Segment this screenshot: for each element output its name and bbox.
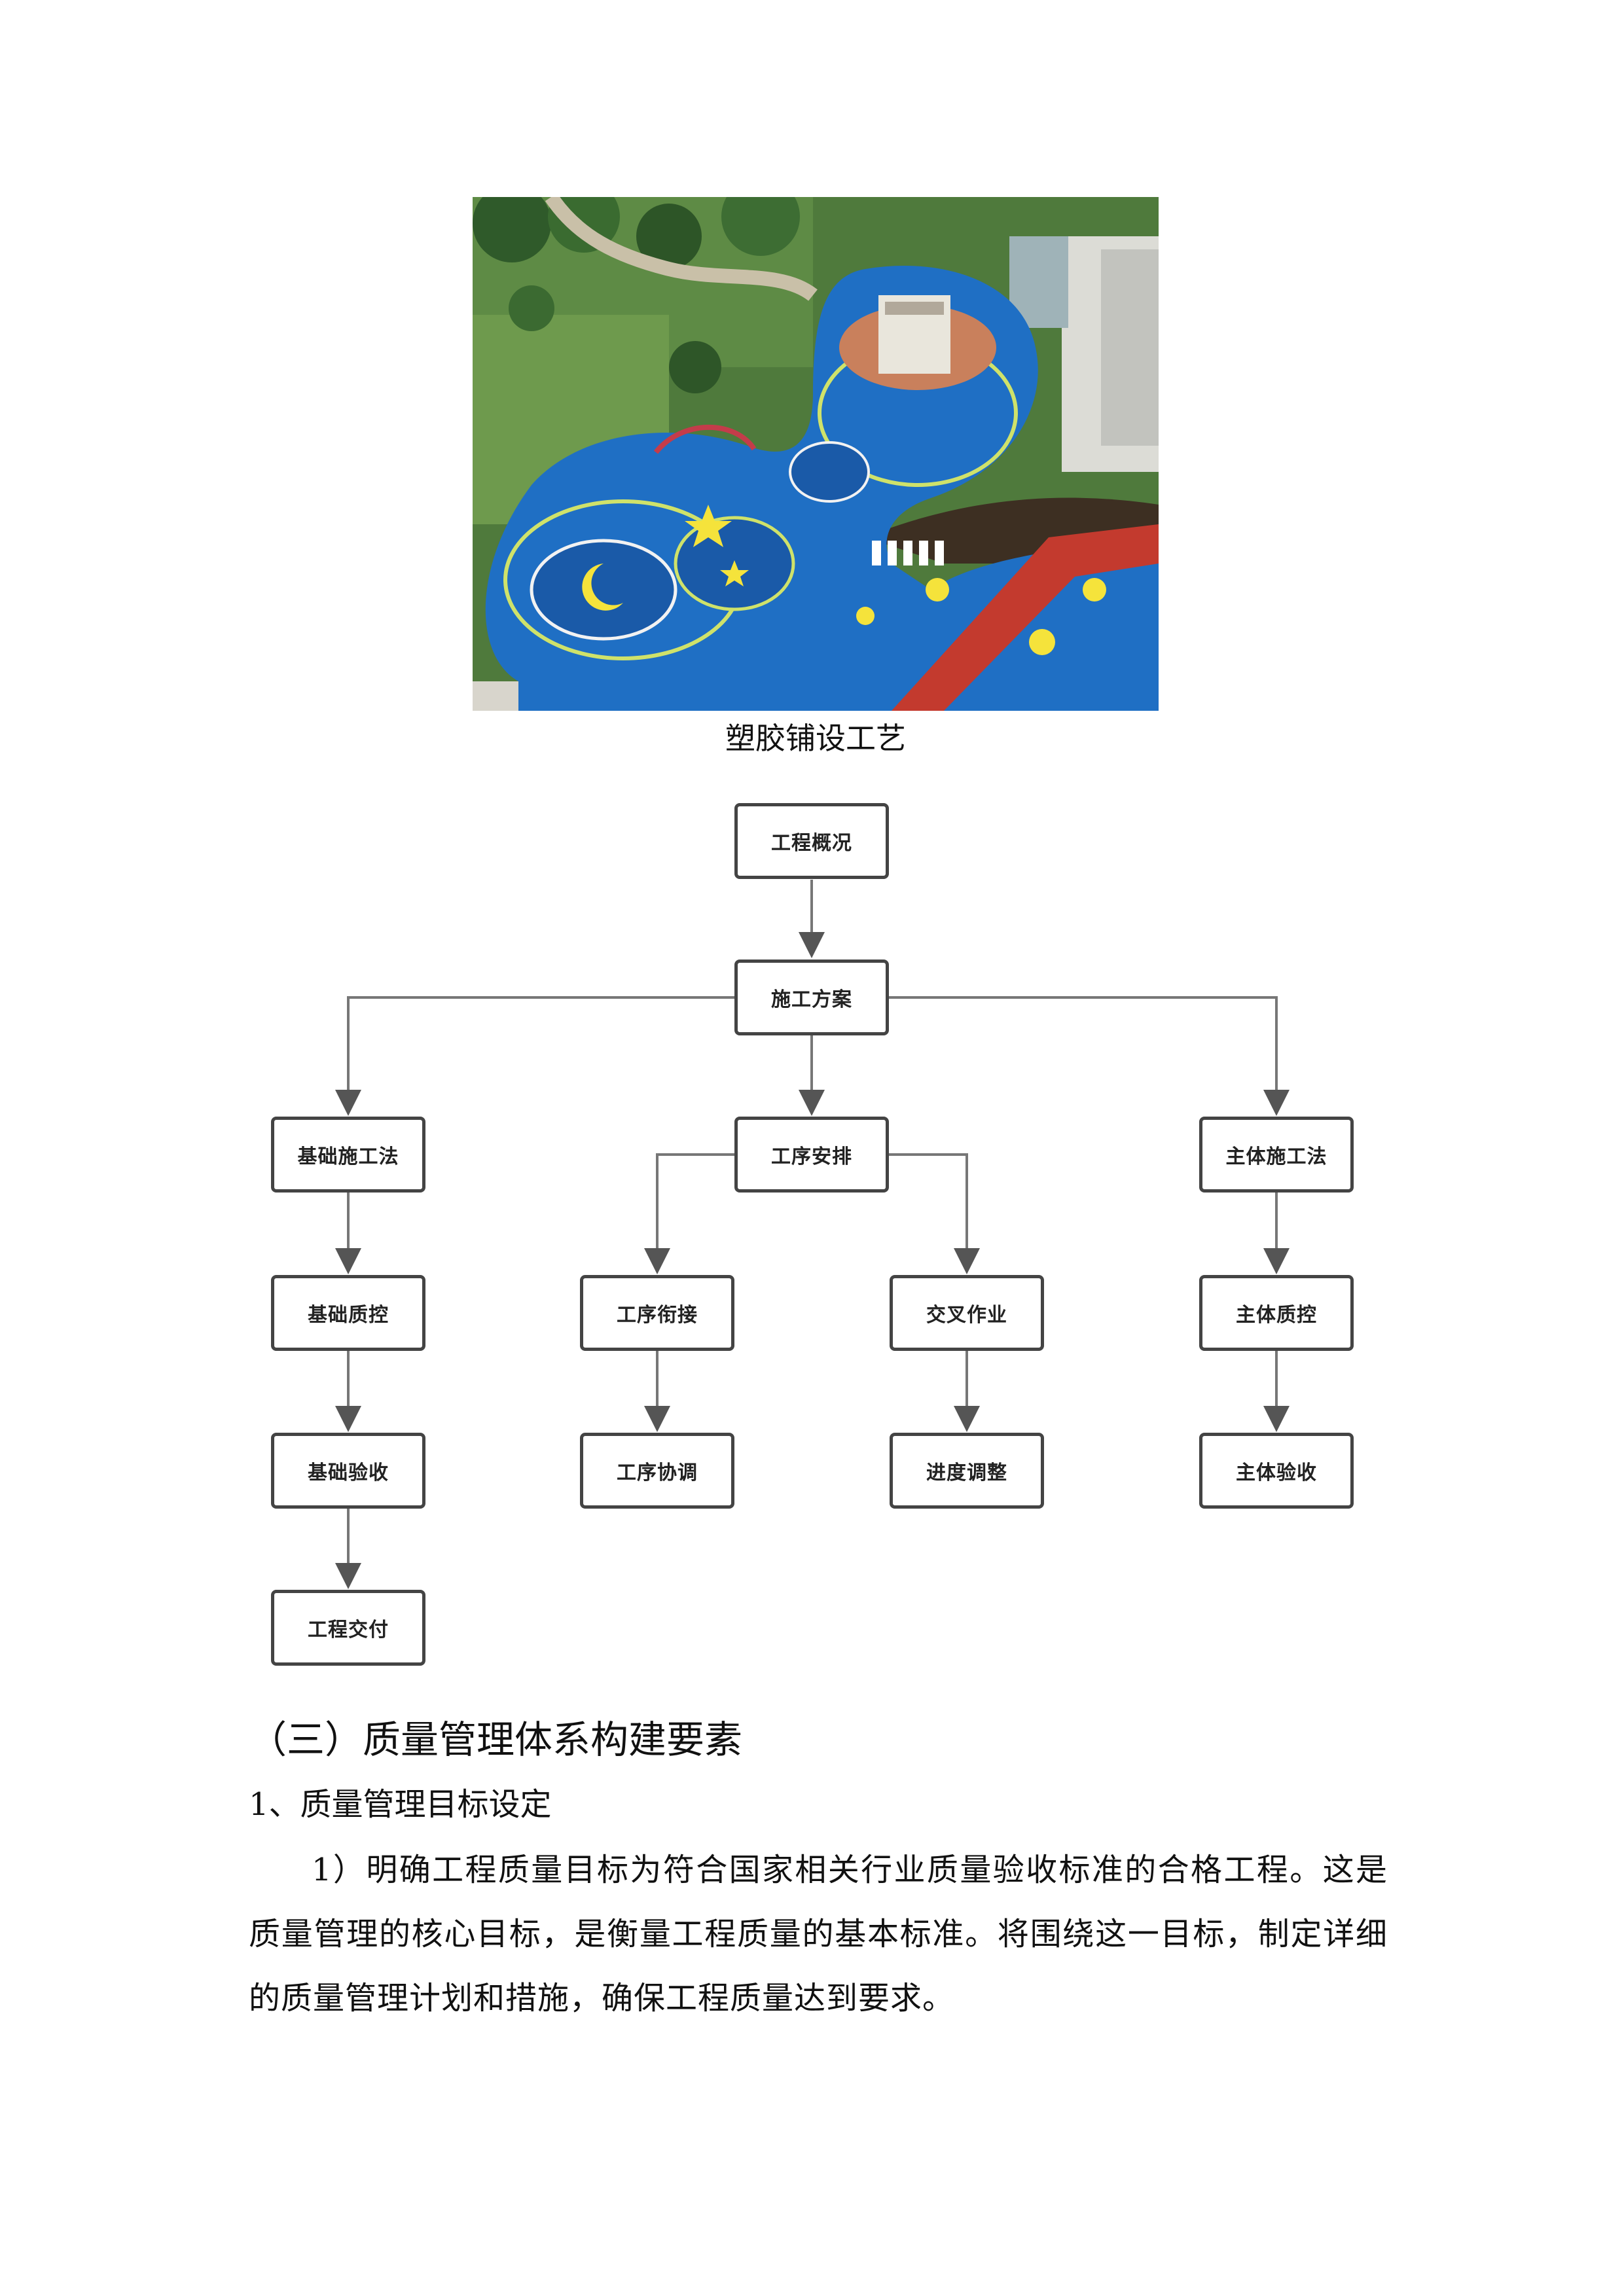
connector-plan-main-method (889, 996, 1290, 1116)
body-paragraph: 1）明确工程质量目标为符合国家相关行业质量验收标准的合格工程。这是质量管理的核心… (249, 1852, 1388, 2017)
node-main-acceptance: 主体验收 (1199, 1433, 1354, 1509)
node-main-method: 主体施工法 (1199, 1117, 1354, 1193)
node-foundation-qc: 基础质控 (271, 1275, 425, 1351)
playground-illustration (473, 197, 1159, 711)
node-foundation-acceptance: 基础验收 (271, 1433, 425, 1509)
node-main-qc: 主体质控 (1199, 1275, 1354, 1351)
node-process-coordination: 工序协调 (580, 1433, 734, 1509)
node-schedule-adjustment: 进度调整 (890, 1433, 1044, 1509)
node-handover: 工程交付 (271, 1590, 425, 1666)
figure-caption: 塑胶铺设工艺 (725, 721, 906, 756)
subsection-heading: 1、质量管理目标设定 (249, 1786, 552, 1823)
construction-flowchart: 工程概况 施工方案 基础施工法 工序安排 主体施工法 基础质控 工序衔接 交叉作… (271, 803, 1354, 1666)
node-overview: 工程概况 (734, 803, 889, 879)
node-cross-operation: 交叉作业 (890, 1275, 1044, 1351)
node-plan: 施工方案 (734, 960, 889, 1035)
node-process-arrangement: 工序安排 (734, 1117, 889, 1193)
connector-process-linking (644, 1153, 734, 1274)
connector-process-cross (889, 1153, 980, 1274)
node-process-linking: 工序衔接 (580, 1275, 734, 1351)
connector-plan-foundation-method (335, 996, 734, 1116)
playground-photo (473, 197, 1159, 711)
node-foundation-method: 基础施工法 (271, 1117, 425, 1193)
flowchart-connectors (335, 880, 1290, 1589)
section-heading: （三）质量管理体系构建要素 (249, 1717, 743, 1762)
